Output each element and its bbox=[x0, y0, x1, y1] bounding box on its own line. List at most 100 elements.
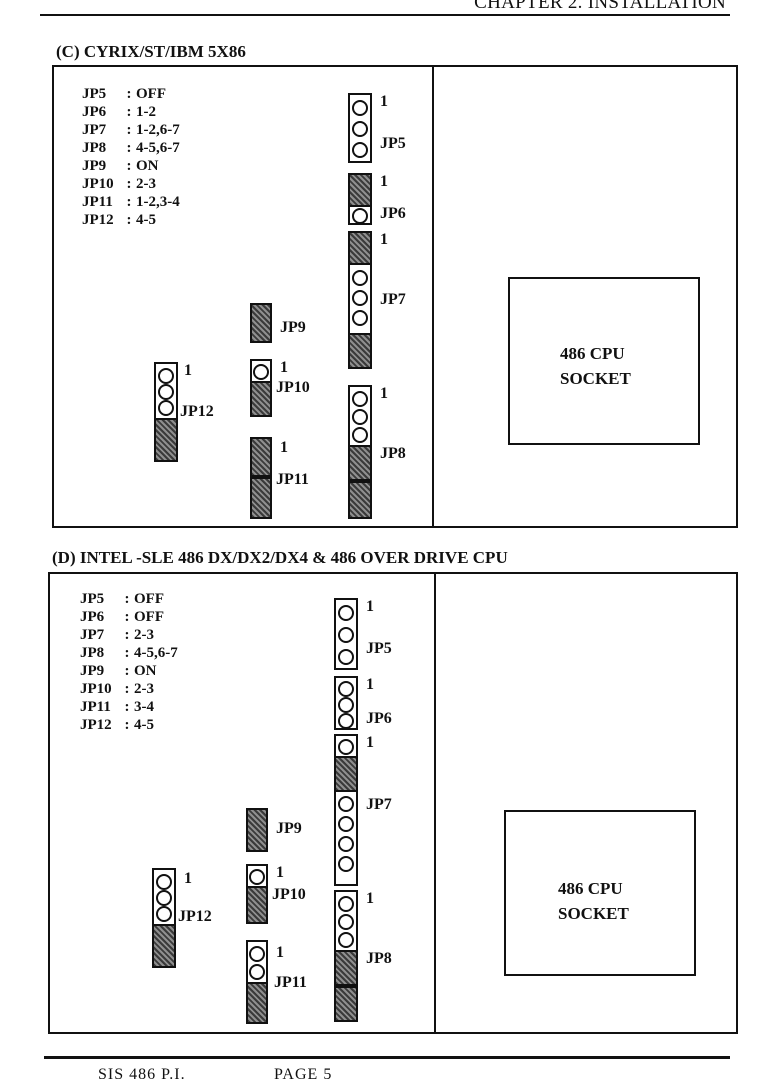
footer-product: SIS 486 P.I. bbox=[98, 1066, 186, 1083]
setting-row: JP12:4-5 bbox=[82, 212, 156, 228]
jumper-pin bbox=[352, 208, 368, 224]
jp8-header bbox=[348, 385, 372, 519]
pin-one-marker: 1 bbox=[280, 359, 288, 376]
pin-one-marker: 1 bbox=[184, 362, 192, 379]
jp7-label: JP7 bbox=[366, 796, 392, 813]
pin-one-marker: 1 bbox=[366, 890, 374, 907]
jp10-header bbox=[250, 359, 272, 417]
setting-row: JP8:4-5,6-7 bbox=[82, 140, 180, 156]
jumper-settings-list: JP5:OFF JP6:1-2 JP7:1-2,6-7 JP8:4-5,6-7 … bbox=[82, 85, 180, 229]
jumper-pin bbox=[338, 713, 354, 729]
setting-row: JP6:1-2 bbox=[82, 104, 156, 120]
jumper-pin bbox=[352, 142, 368, 158]
jumper-pin bbox=[352, 409, 368, 425]
pin-one-marker: 1 bbox=[380, 385, 388, 402]
pin-one-marker: 1 bbox=[276, 864, 284, 881]
section-c-title: (C) CYRIX/ST/IBM 5X86 bbox=[56, 42, 246, 61]
jumper-pin bbox=[338, 681, 354, 697]
pin-one-marker: 1 bbox=[380, 173, 388, 190]
jp9-label: JP9 bbox=[280, 319, 306, 336]
setting-row: JP7:1-2,6-7 bbox=[82, 122, 180, 138]
setting-row: JP11:3-4 bbox=[80, 699, 154, 715]
jumper-cap bbox=[348, 173, 372, 207]
jumper-pin bbox=[338, 649, 354, 665]
jumper-pin bbox=[352, 391, 368, 407]
jumper-pin bbox=[338, 932, 354, 948]
cpu-socket-label: 486 CPU SOCKET bbox=[560, 344, 631, 388]
jumper-pin bbox=[352, 310, 368, 326]
footer-page-number: PAGE 5 bbox=[274, 1066, 333, 1083]
setting-row: JP6:OFF bbox=[80, 609, 164, 625]
jp6-header bbox=[334, 676, 358, 730]
panel-divider bbox=[434, 574, 436, 1032]
jp5-label: JP5 bbox=[380, 135, 406, 152]
jumper-pin bbox=[158, 368, 174, 384]
jumper-pin bbox=[352, 270, 368, 286]
jumper-pin bbox=[338, 836, 354, 852]
cpu-socket-label: 486 CPU SOCKET bbox=[558, 879, 629, 923]
setting-row: JP5:OFF bbox=[82, 86, 166, 102]
jumper-pin bbox=[338, 796, 354, 812]
jp8-label: JP8 bbox=[380, 445, 406, 462]
jp10-label: JP10 bbox=[276, 379, 310, 396]
cpu-socket bbox=[504, 810, 696, 976]
jp11-label: JP11 bbox=[276, 471, 309, 488]
jumper-pin bbox=[158, 384, 174, 400]
jumper-cap bbox=[154, 418, 178, 462]
pin-one-marker: 1 bbox=[380, 93, 388, 110]
jp12-header bbox=[154, 362, 178, 462]
setting-row: JP11:1-2,3-4 bbox=[82, 194, 180, 210]
jumper-pin bbox=[338, 627, 354, 643]
jumper-pin bbox=[249, 946, 265, 962]
jumper-cap bbox=[334, 950, 358, 986]
jp9-cap bbox=[246, 808, 268, 852]
jumper-cap bbox=[250, 381, 272, 417]
jp12-label: JP12 bbox=[180, 403, 214, 420]
cpu-socket bbox=[508, 277, 700, 445]
setting-row: JP9:ON bbox=[80, 663, 157, 679]
jumper-pin bbox=[352, 427, 368, 443]
jumper-pin bbox=[158, 400, 174, 416]
jp11-label: JP11 bbox=[274, 974, 307, 991]
jumper-cap bbox=[246, 886, 268, 924]
header-rule bbox=[40, 14, 730, 16]
jumper-settings-list: JP5:OFF JP6:OFF JP7:2-3 JP8:4-5,6-7 JP9:… bbox=[80, 590, 178, 734]
setting-row: JP12:4-5 bbox=[80, 717, 154, 733]
jp9-cap bbox=[250, 303, 272, 343]
pin-one-marker: 1 bbox=[366, 598, 374, 615]
pin-one-marker: 1 bbox=[184, 870, 192, 887]
jumper-pin bbox=[338, 816, 354, 832]
jp7-header bbox=[348, 231, 372, 369]
jp11-header bbox=[246, 940, 268, 1024]
jumper-pin bbox=[156, 890, 172, 906]
jumper-pin bbox=[338, 896, 354, 912]
setting-row: JP9:ON bbox=[82, 158, 159, 174]
pin-one-marker: 1 bbox=[366, 734, 374, 751]
jumper-cap bbox=[348, 231, 372, 265]
jumper-cap bbox=[348, 481, 372, 519]
jp5-header bbox=[348, 93, 372, 163]
setting-row: JP5:OFF bbox=[80, 591, 164, 607]
jp9-label: JP9 bbox=[276, 820, 302, 837]
jumper-cap bbox=[250, 477, 272, 519]
jp8-label: JP8 bbox=[366, 950, 392, 967]
jumper-cap bbox=[334, 986, 358, 1022]
section-d-title: (D) INTEL -SLE 486 DX/DX2/DX4 & 486 OVER… bbox=[52, 548, 508, 567]
jp6-label: JP6 bbox=[380, 205, 406, 222]
jumper-cap bbox=[250, 437, 272, 477]
jp6-label: JP6 bbox=[366, 710, 392, 727]
pin-one-marker: 1 bbox=[380, 231, 388, 248]
jumper-pin bbox=[338, 605, 354, 621]
setting-row: JP10:2-3 bbox=[80, 681, 154, 697]
jumper-pin bbox=[352, 121, 368, 137]
jp12-label: JP12 bbox=[178, 908, 212, 925]
jp7-label: JP7 bbox=[380, 291, 406, 308]
section-d-panel: JP5:OFF JP6:OFF JP7:2-3 JP8:4-5,6-7 JP9:… bbox=[48, 572, 738, 1034]
pin-one-marker: 1 bbox=[280, 439, 288, 456]
jumper-pin bbox=[338, 697, 354, 713]
jumper-pin bbox=[156, 874, 172, 890]
jumper-pin bbox=[249, 964, 265, 980]
jumper-pin bbox=[249, 869, 265, 885]
jp5-label: JP5 bbox=[366, 640, 392, 657]
setting-row: JP7:2-3 bbox=[80, 627, 154, 643]
